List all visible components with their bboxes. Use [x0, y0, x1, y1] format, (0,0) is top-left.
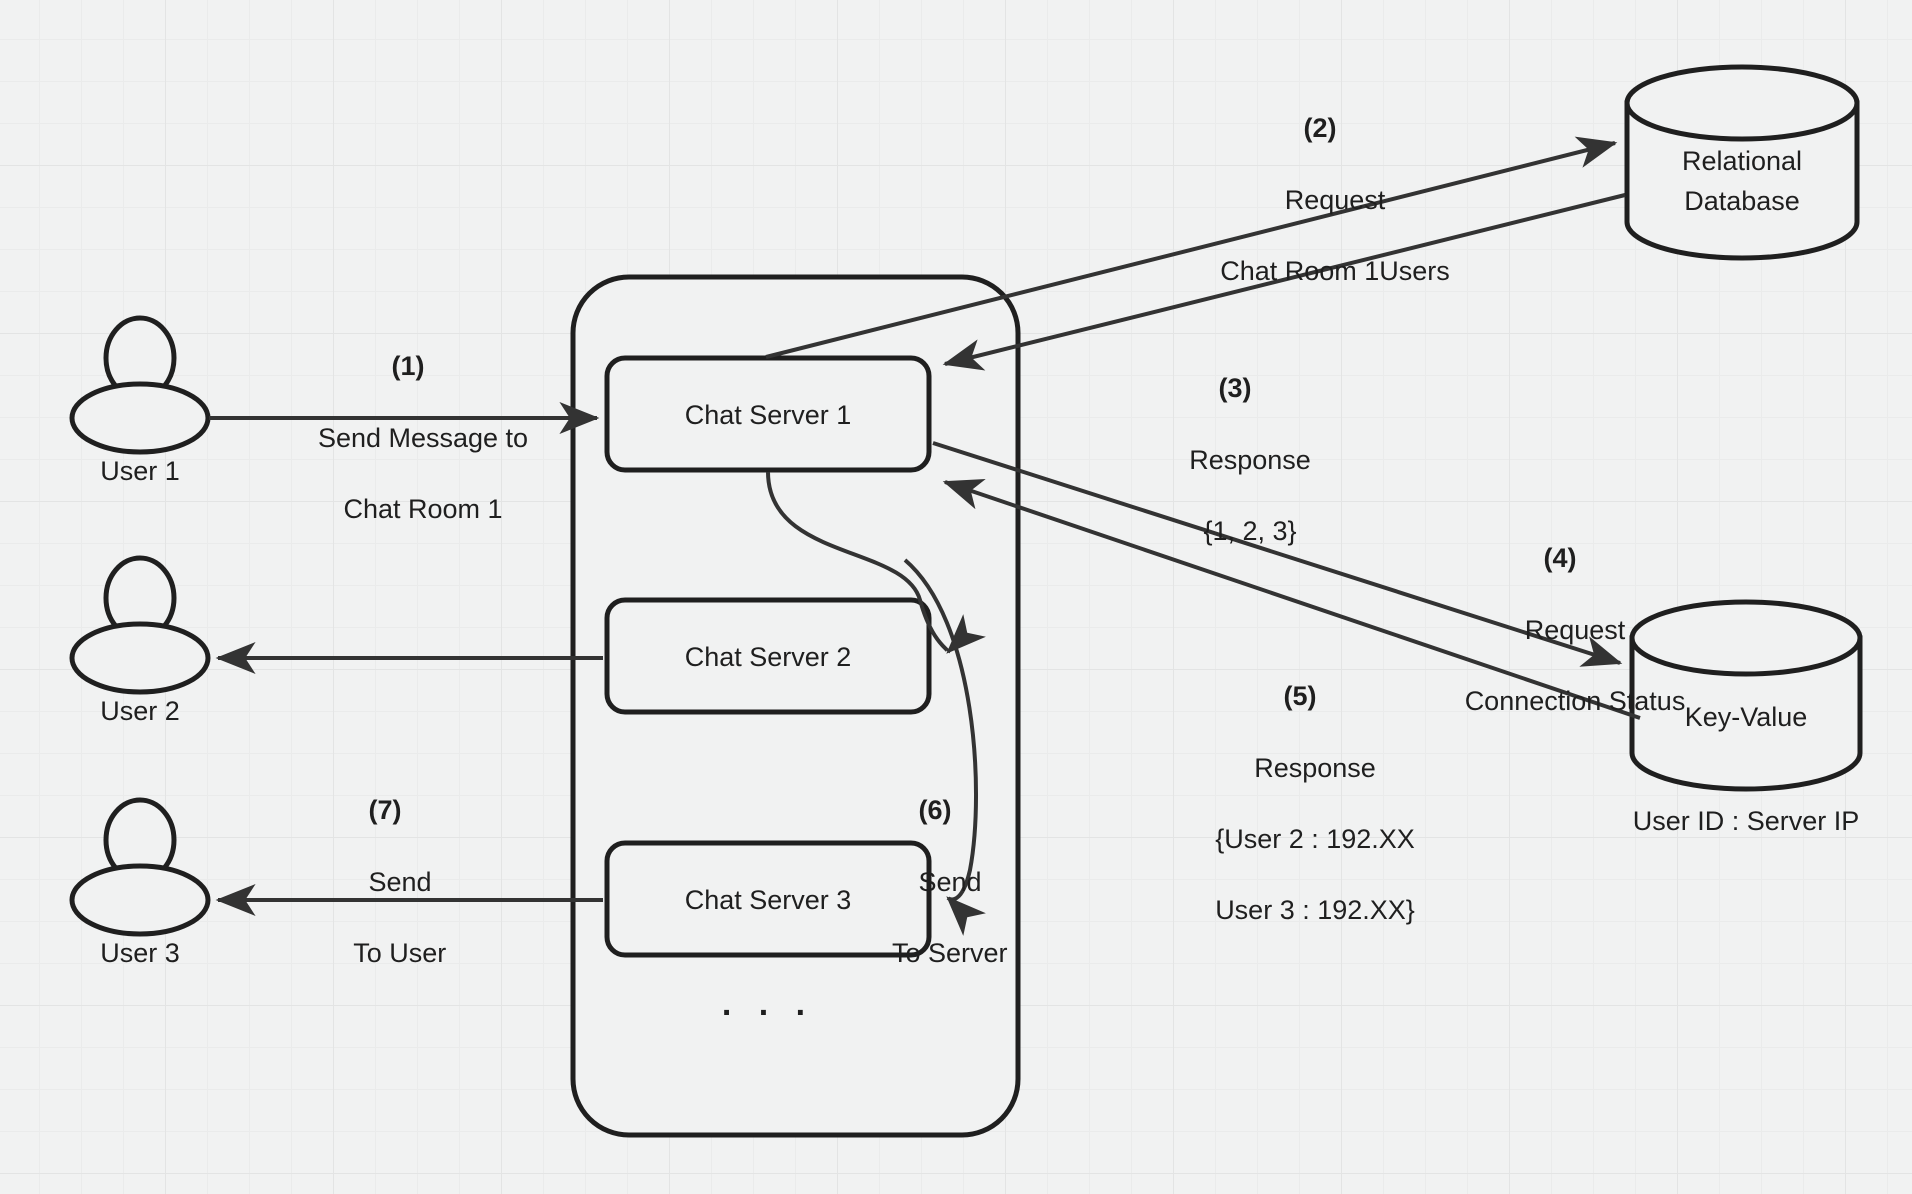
chat-server-1-label: Chat Server 1 — [684, 400, 852, 430]
step-3-line-1: Response — [1189, 444, 1311, 475]
chat-server-3-box[interactable] — [604, 840, 932, 958]
user-2-icon — [69, 555, 211, 695]
key-value-cylinder[interactable] — [1629, 599, 1863, 792]
step-2-label: (2) Request Chat Room 1Users — [1150, 40, 1490, 325]
user-3-icon — [69, 797, 211, 937]
step-3-line-2: {1, 2, 3} — [1203, 515, 1297, 546]
relational-database-cylinder[interactable] — [1624, 64, 1860, 261]
step-4-line-2: Connection Status — [1464, 685, 1686, 716]
step-5-label: (5) Response {User 2 : 192.XX User 3 : 1… — [1140, 608, 1460, 964]
step-4-label: (4) Request Connection Status — [1395, 470, 1725, 755]
step-2-number: (2) — [1303, 113, 1337, 144]
step-5-number: (5) — [1283, 681, 1317, 712]
step-2-line-1: Request — [1284, 184, 1386, 215]
step-1-label: (1) Send Message to Chat Room 1 — [263, 278, 553, 563]
step-7-number: (7) — [368, 795, 402, 826]
chat-server-3-label: Chat Server 3 — [684, 885, 852, 915]
user-1-icon — [69, 315, 211, 455]
step-3-number: (3) — [1218, 373, 1252, 404]
arrow-step-6-to-server-3 — [903, 558, 986, 936]
arrow-step-5 — [942, 478, 1641, 720]
step-6-line-2: To Server — [891, 937, 1008, 968]
arrow-step-2 — [765, 136, 1618, 359]
step-7-label: (7) Send To User — [290, 722, 480, 1007]
step-1-line-1: Send Message to — [317, 422, 529, 453]
step-6-line-1: Send — [918, 866, 982, 897]
step-3-label: (3) Response {1, 2, 3} — [1090, 300, 1380, 585]
step-6-number: (6) — [918, 795, 952, 826]
arrow-step-4 — [932, 441, 1623, 667]
key-value-caption: User ID : Server IP — [1632, 806, 1860, 836]
step-5-line-3: User 3 : 192.XX} — [1215, 895, 1415, 925]
chat-server-2-label: Chat Server 2 — [684, 642, 852, 672]
step-5-line-1: Response — [1254, 752, 1376, 783]
servers-more-indicator: . . . — [721, 985, 815, 1023]
step-7-line-2: To User — [353, 937, 447, 968]
step-4-number: (4) — [1543, 543, 1577, 574]
step-1-number: (1) — [391, 351, 425, 382]
arrow-step-3 — [942, 193, 1626, 371]
user-2-label: User 2 — [100, 696, 180, 726]
arrow-step-6-to-server-2 — [766, 471, 986, 654]
step-7-line-1: Send — [368, 866, 432, 897]
step-5-line-2: {User 2 : 192.XX — [1215, 823, 1415, 854]
step-6-label: (6) Send To Server — [840, 722, 1030, 1007]
key-value-label: Key-Value — [1684, 702, 1808, 732]
user-1-label: User 1 — [100, 456, 180, 486]
chat-server-2-box[interactable] — [604, 597, 932, 715]
user-3-label: User 3 — [100, 938, 180, 968]
step-1-line-2: Chat Room 1 — [343, 493, 503, 524]
relational-database-label-line2: Database — [1684, 186, 1800, 216]
step-4-line-1: Request — [1524, 614, 1626, 645]
step-2-line-2: Chat Room 1Users — [1220, 255, 1450, 286]
relational-database-label-line1: Relational — [1681, 146, 1803, 176]
